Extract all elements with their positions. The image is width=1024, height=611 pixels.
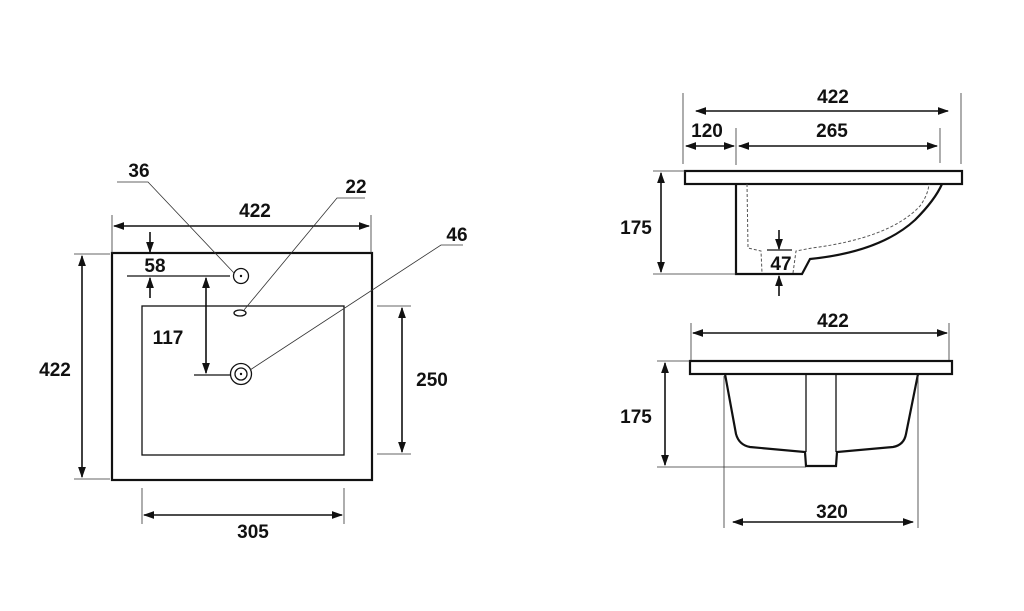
bowl-profile-front: [723, 373, 920, 468]
back-offset-label: 120: [691, 121, 723, 142]
tap-to-drain-label: 117: [153, 328, 184, 349]
tap-offset-label: 58: [144, 256, 165, 277]
bowl-length-label: 265: [816, 121, 848, 142]
front-bowl-width-label: 320: [816, 502, 848, 523]
bowl-depth-label: 250: [416, 370, 448, 391]
front-width-label: 422: [817, 311, 849, 332]
side-width-label: 422: [817, 87, 849, 108]
drain-diameter-label: 46: [446, 225, 467, 246]
top-width-label: 422: [239, 201, 271, 222]
overflow-diameter-label: 22: [345, 177, 366, 198]
tap-hole-diameter-label: 36: [128, 161, 149, 182]
bowl-profile: [734, 183, 944, 276]
basin-outline: [110, 251, 374, 482]
bowl-outline: [141, 305, 345, 456]
drain-height-label: 47: [770, 254, 791, 275]
front-view: 422 175 320: [620, 311, 954, 528]
bowl-width-label: 305: [237, 522, 269, 543]
drain-icon: [229, 362, 253, 386]
overflow-hole-icon: [233, 309, 247, 317]
side-view: 422 120 265 175 47: [620, 87, 964, 296]
countertop-slab-front: [688, 359, 954, 376]
tap-hole-icon: [232, 267, 250, 285]
top-view: 422 422 58 117 250 305 36 22 46: [39, 161, 467, 543]
side-height-label: 175: [620, 218, 652, 239]
front-height-label: 175: [620, 407, 652, 428]
countertop-slab: [683, 169, 964, 186]
top-depth-label: 422: [39, 360, 71, 381]
